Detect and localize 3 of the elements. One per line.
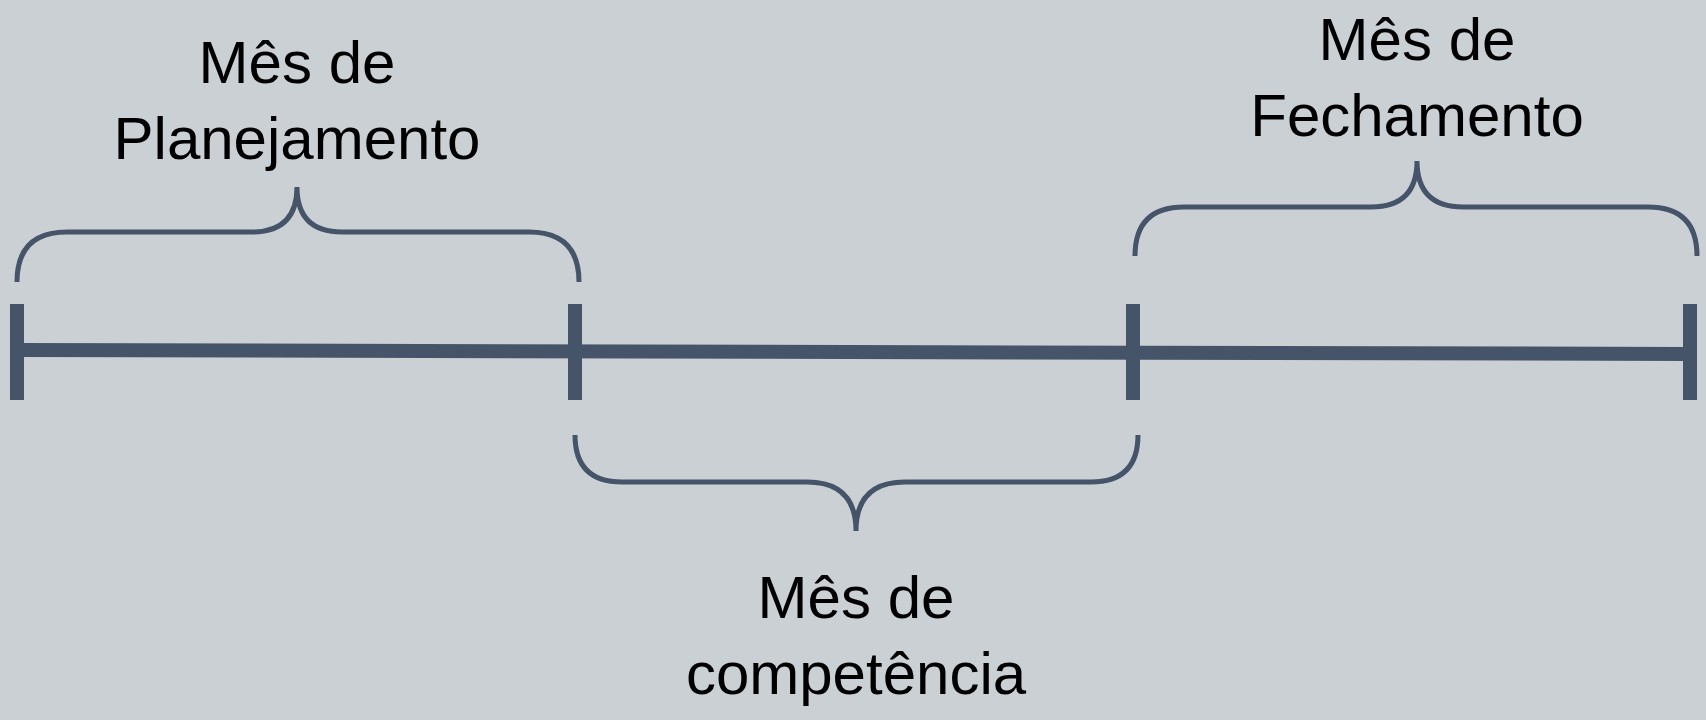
period-label: Mês de competência [684, 563, 1028, 709]
period-label: Mês de Fechamento [1249, 5, 1585, 151]
period-label: Mês de Planejamento [112, 28, 482, 174]
